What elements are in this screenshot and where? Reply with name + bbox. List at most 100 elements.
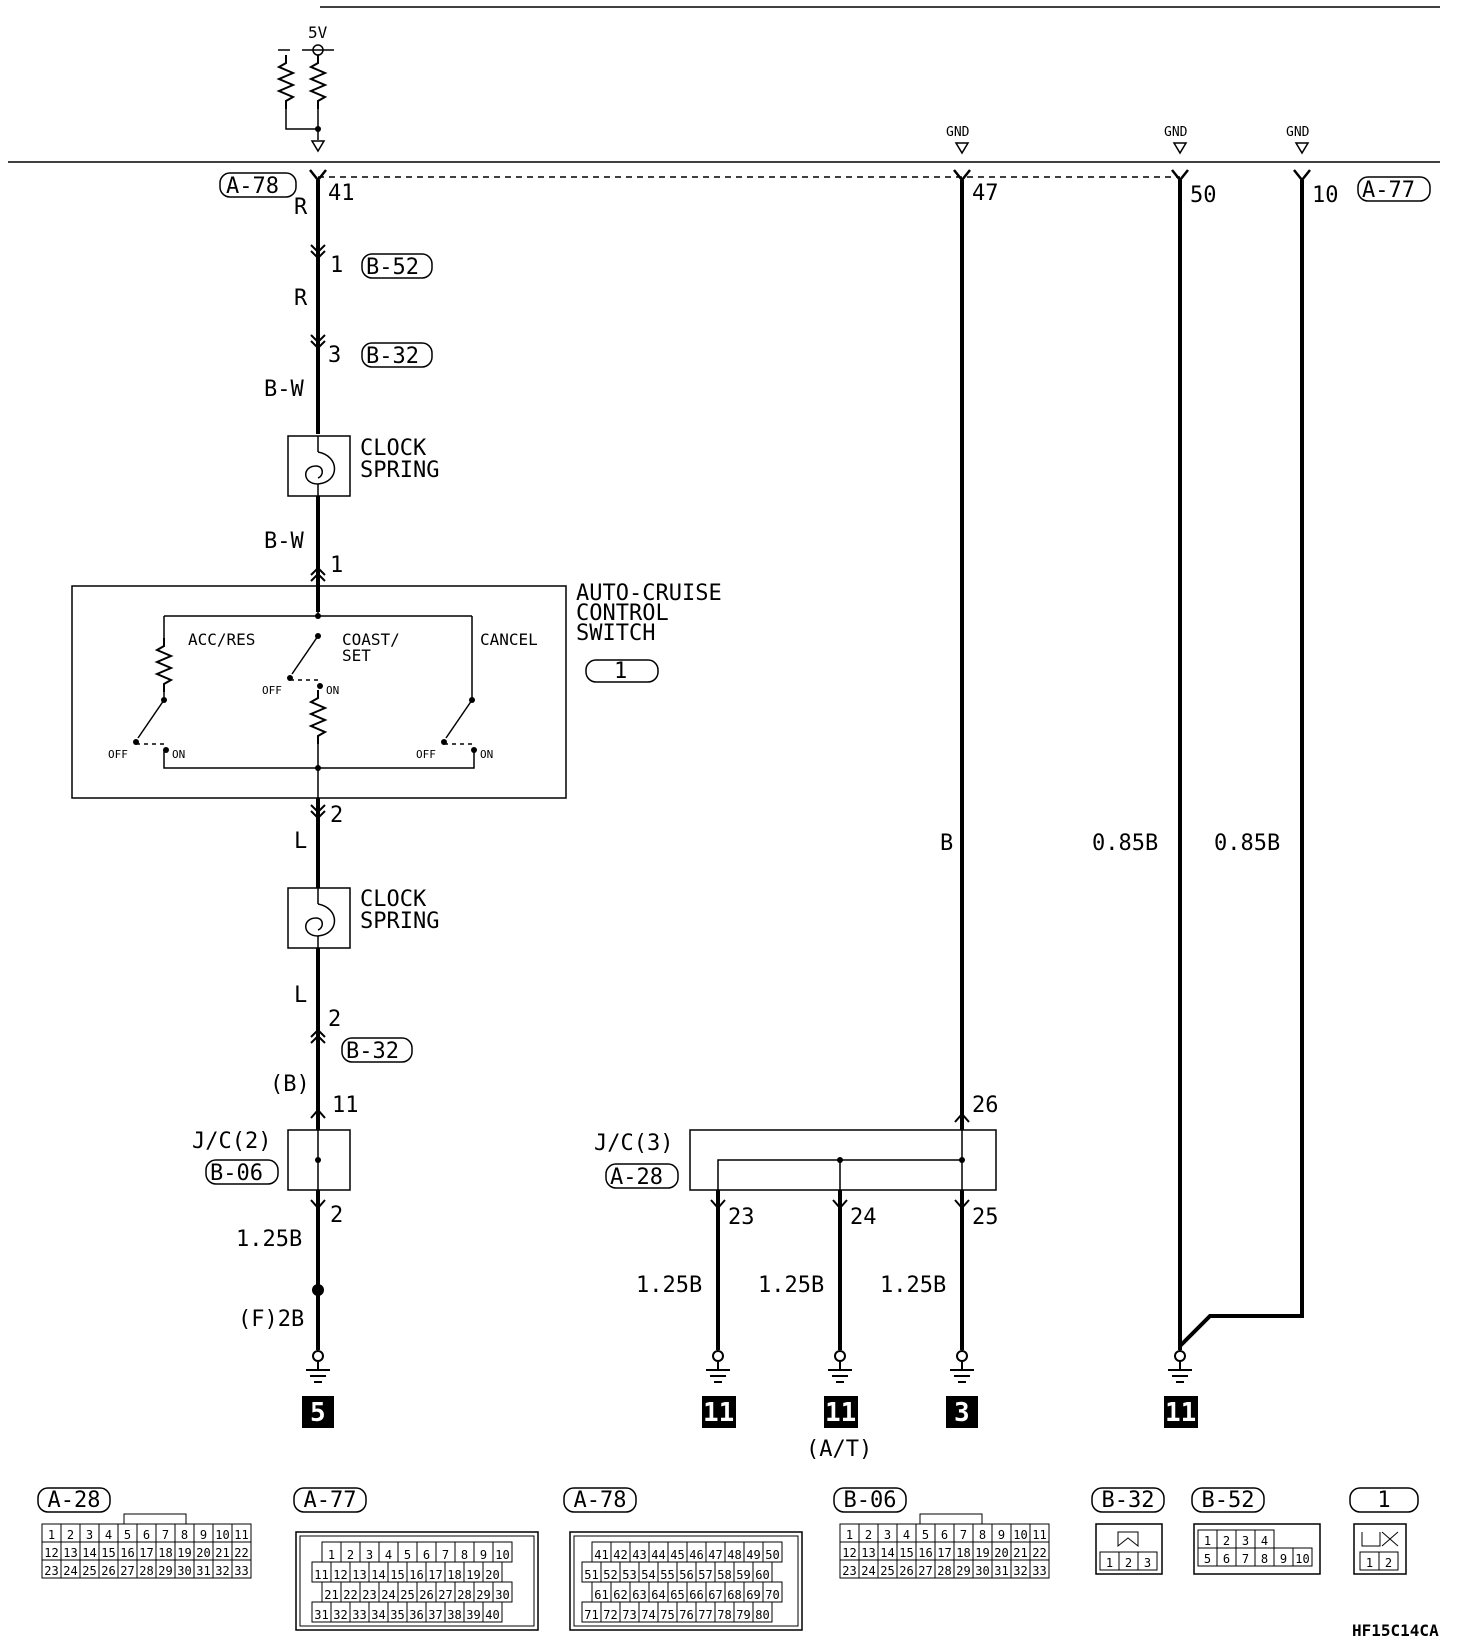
pin-b52-1: 1 (330, 253, 343, 278)
pin-cell: 47 (708, 1548, 722, 1562)
pin-50: 50 (1190, 183, 1217, 208)
pin-cell: 29 (158, 1564, 172, 1578)
svg-text:B-52: B-52 (366, 255, 419, 280)
pin-cell: 6 (423, 1548, 430, 1562)
pin-cell: 21 (1013, 1546, 1027, 1560)
pin-cell: 57 (698, 1568, 712, 1582)
pin47-circuit: B 26 J/C(3) A-28 23 24 25 1.25B 1.25B 1.… (594, 180, 999, 1462)
connector-tag-b06: B-06 (205, 1159, 279, 1186)
gnd-label-10: GND (1286, 125, 1310, 140)
pin-cell: 39 (466, 1608, 480, 1622)
pin-cell: 10 (1013, 1528, 1027, 1542)
pin-cell: 22 (343, 1588, 357, 1602)
pin-cell: 22 (234, 1546, 248, 1560)
pin-41: 41 (328, 181, 355, 206)
pin-cell: 61 (594, 1588, 608, 1602)
svg-text:11: 11 (1165, 1398, 1196, 1428)
pin-cell: 4 (105, 1528, 112, 1542)
pin-cell: 44 (651, 1548, 665, 1562)
pin-cell: 31 (994, 1564, 1008, 1578)
svg-text:3: 3 (954, 1398, 970, 1428)
pin-cell: 18 (956, 1546, 970, 1560)
ground-icon (305, 1350, 331, 1383)
svg-text:SET: SET (342, 646, 371, 665)
pin-cell: 4 (1261, 1534, 1268, 1548)
pin-cell: 41 (594, 1548, 608, 1562)
pin-cell: 48 (727, 1548, 741, 1562)
svg-text:ACC/RES: ACC/RES (188, 630, 255, 649)
pin-cell: 7 (442, 1548, 449, 1562)
pin-cell: 69 (746, 1588, 760, 1602)
pin-cell: 23 (362, 1588, 376, 1602)
pin-cell: 3 (1144, 1556, 1151, 1570)
pin-cell: 31 (196, 1564, 210, 1578)
pin-symbol (308, 168, 328, 182)
left-circuit: R 1 B-52 R 3 B-32 B-W CLOCK SPRING B-W 1 (264, 180, 439, 612)
pin-cell: 14 (371, 1568, 385, 1582)
pin-cell: 15 (390, 1568, 404, 1582)
pin-cell: 27 (438, 1588, 452, 1602)
pin-cell: 38 (447, 1608, 461, 1622)
svg-text:A-77: A-77 (1362, 178, 1415, 203)
svg-text:B-32: B-32 (366, 344, 419, 369)
pin-cell: 31 (314, 1608, 328, 1622)
pin-cell: 19 (466, 1568, 480, 1582)
pin-cell: 17 (937, 1546, 951, 1560)
svg-text:(B): (B) (270, 1072, 310, 1097)
pin-cell: 30 (495, 1588, 509, 1602)
svg-text:2: 2 (328, 1007, 341, 1032)
pin-cell: 7 (960, 1528, 967, 1542)
pin-cell: 16 (120, 1546, 134, 1560)
pin-cell: 58 (717, 1568, 731, 1582)
pin-cell: 29 (956, 1564, 970, 1578)
svg-text:OFF: OFF (262, 684, 282, 697)
pin-cell: 2 (67, 1528, 74, 1542)
svg-text:B-32: B-32 (1102, 1488, 1155, 1513)
connector-tag-b32-lower: B-32 (341, 1037, 413, 1064)
pin-cell: 21 (324, 1588, 338, 1602)
svg-text:26: 26 (972, 1093, 999, 1118)
pin-cell: 33 (1032, 1564, 1046, 1578)
legend-tag-1: 1 (1349, 1487, 1419, 1513)
pin-cell: 26 (101, 1564, 115, 1578)
pin-cell: 5 (922, 1528, 929, 1542)
pin-cell: 5 (124, 1528, 131, 1542)
pin-cell: 10 (1295, 1552, 1309, 1566)
svg-text:COAST/: COAST/ (342, 630, 400, 649)
gnd-triangle-icon (1173, 142, 1187, 154)
pin-cell: 11 (1032, 1528, 1046, 1542)
pin-cell: 36 (409, 1608, 423, 1622)
pin-cell: 3 (1242, 1534, 1249, 1548)
svg-text:OFF: OFF (416, 748, 436, 761)
svg-text:J/C(3): J/C(3) (594, 1131, 673, 1156)
pin-cell: 72 (603, 1608, 617, 1622)
pin-cell: 55 (660, 1568, 674, 1582)
pin-cell: 16 (409, 1568, 423, 1582)
pin-cell: 11 (234, 1528, 248, 1542)
pin-cell: 1 (1366, 1556, 1373, 1570)
pin-cell: 28 (937, 1564, 951, 1578)
legend-tag-b32: B-32 (1091, 1487, 1165, 1513)
pin-cell: 28 (139, 1564, 153, 1578)
svg-text:OFF: OFF (108, 748, 128, 761)
pin-symbol (952, 168, 972, 182)
pin-cell: 20 (196, 1546, 210, 1560)
pin-cell: 51 (584, 1568, 598, 1582)
pin-cell: 78 (717, 1608, 731, 1622)
pin-cell: 29 (476, 1588, 490, 1602)
pin-cell: 10 (495, 1548, 509, 1562)
supply-5v-label: 5V (308, 23, 328, 42)
svg-text:B-52: B-52 (1202, 1488, 1255, 1513)
pin-cell: 1 (846, 1528, 853, 1542)
pin-cell: 32 (215, 1564, 229, 1578)
pin-cell: 32 (1013, 1564, 1027, 1578)
svg-text:SPRING: SPRING (360, 909, 439, 934)
pin-cell: 50 (765, 1548, 779, 1562)
pin-cell: 19 (177, 1546, 191, 1560)
pin-cell: 76 (679, 1608, 693, 1622)
legend-tag-a77: A-77 (293, 1487, 367, 1513)
ground-point-11 (702, 1396, 736, 1428)
